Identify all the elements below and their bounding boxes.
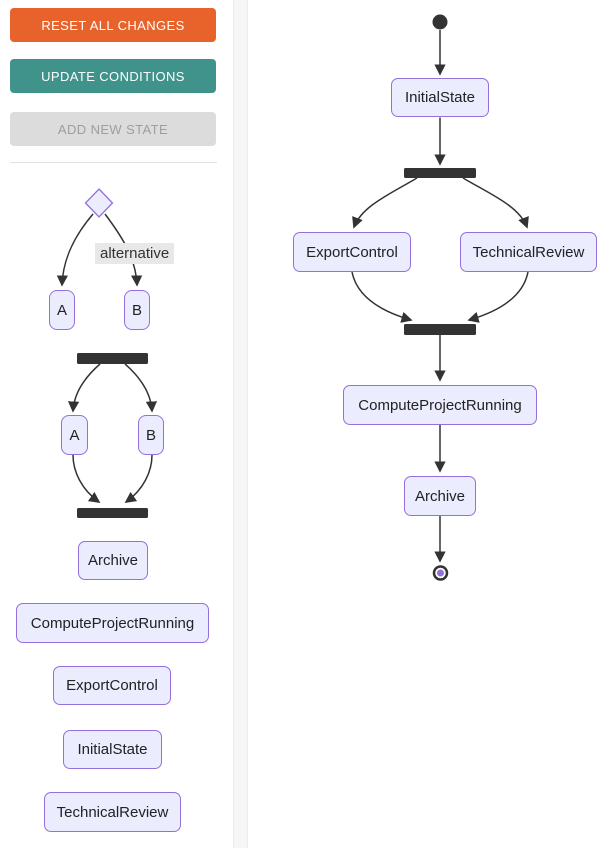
- legend-fork-bar[interactable]: [77, 353, 148, 364]
- legend-fork-state-b[interactable]: B: [138, 415, 164, 455]
- state-list-item-technicalreview[interactable]: TechnicalReview: [44, 792, 181, 832]
- arrow-technicalreview-to-join: [467, 271, 529, 323]
- final-state-dot: [437, 569, 444, 577]
- state-list-item-computeprojectrunning[interactable]: ComputeProjectRunning: [16, 603, 209, 643]
- node-exportcontrol[interactable]: ExportControl: [293, 232, 411, 272]
- node-technicalreview[interactable]: TechnicalReview: [460, 232, 597, 272]
- final-state-ring[interactable]: [432, 565, 449, 581]
- state-list-item-archive[interactable]: Archive: [78, 541, 148, 580]
- state-list-item-initialstate[interactable]: InitialState: [63, 730, 162, 769]
- legend-join-bar[interactable]: [77, 508, 148, 518]
- legend-fork-arrow-right: [124, 363, 158, 413]
- add-new-state-button[interactable]: ADD NEW STATE: [10, 112, 216, 146]
- legend-join-arrow-right: [124, 454, 153, 503]
- initial-state-dot[interactable]: [432, 14, 448, 30]
- arrow-fork-to-exportcontrol: [352, 177, 418, 229]
- arrow-exportcontrol-to-join: [351, 271, 413, 323]
- sidebar-divider: [10, 162, 217, 163]
- node-initialstate[interactable]: InitialState: [391, 78, 489, 117]
- legend-join-arrow-left: [72, 454, 101, 503]
- legend-fork-arrow-left: [67, 363, 101, 413]
- legend-choice-state-b[interactable]: B: [124, 290, 150, 330]
- legend-fork-state-a[interactable]: A: [61, 415, 88, 455]
- legend-choice-state-a[interactable]: A: [49, 290, 75, 330]
- legend-choice-diamond-icon[interactable]: [84, 188, 114, 218]
- state-list-item-exportcontrol[interactable]: ExportControl: [53, 666, 171, 705]
- alternative-edge-label: alternative: [95, 243, 175, 264]
- reset-all-changes-button[interactable]: RESET ALL CHANGES: [10, 8, 216, 42]
- panel-scroll-gutter[interactable]: [233, 0, 248, 848]
- arrow-fork-to-technicalreview: [462, 177, 529, 229]
- update-conditions-button[interactable]: UPDATE CONDITIONS: [10, 59, 216, 93]
- legend-choice-arrow-left: [56, 213, 94, 287]
- node-computeprojectrunning[interactable]: ComputeProjectRunning: [343, 385, 537, 425]
- node-archive[interactable]: Archive: [404, 476, 476, 516]
- join-bar[interactable]: [404, 324, 476, 335]
- fork-bar[interactable]: [404, 168, 476, 178]
